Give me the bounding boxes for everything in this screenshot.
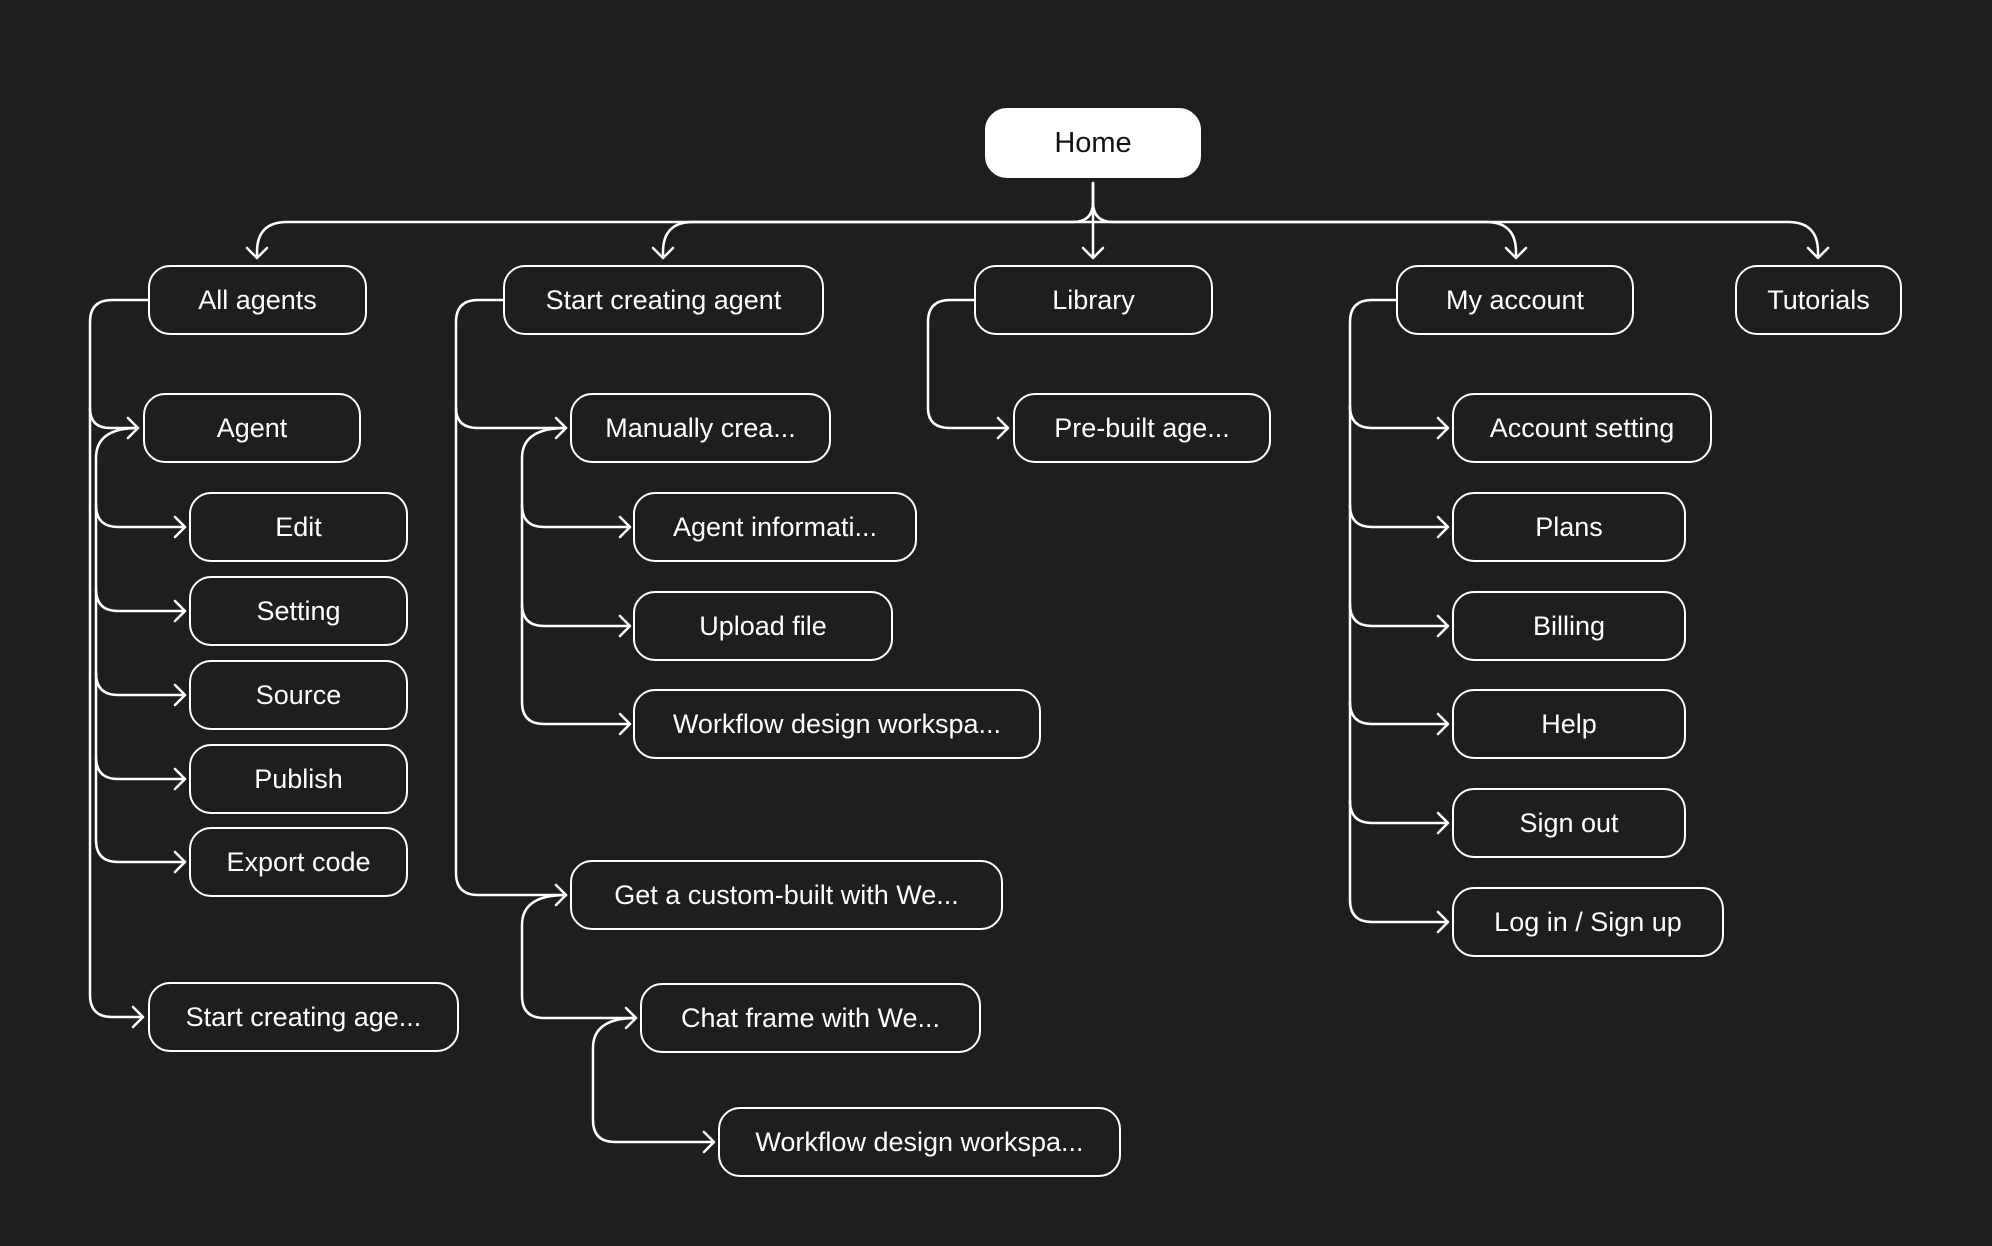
connector-my-account-billing — [1348, 503, 1450, 638]
node-home[interactable]: Home — [985, 108, 1201, 178]
connector-my-account-sign-out — [1348, 700, 1450, 835]
connector-chat-frame-workflow-2 — [591, 1016, 716, 1154]
node-get-custom-built[interactable]: Get a custom-built with We... — [570, 860, 1003, 930]
node-start-creating-age[interactable]: Start creating age... — [148, 982, 459, 1052]
connector-manually-agent-info — [520, 426, 632, 539]
node-pre-built-age[interactable]: Pre-built age... — [1013, 393, 1271, 463]
connector-agent-export-code — [94, 755, 187, 874]
node-workflow-design-1[interactable]: Workflow design workspa... — [633, 689, 1041, 759]
connector-agent-setting — [94, 503, 187, 623]
connector-agent-edit — [94, 426, 187, 539]
node-edit[interactable]: Edit — [189, 492, 408, 562]
connector-my-account-log-in — [1348, 799, 1450, 934]
node-help[interactable]: Help — [1452, 689, 1686, 759]
connector-start-creating-custom-built — [454, 406, 568, 907]
node-sign-out[interactable]: Sign out — [1452, 788, 1686, 858]
node-billing[interactable]: Billing — [1452, 591, 1686, 661]
node-start-creating-agent[interactable]: Start creating agent — [503, 265, 824, 335]
node-publish[interactable]: Publish — [189, 744, 408, 814]
node-account-setting[interactable]: Account setting — [1452, 393, 1712, 463]
node-setting[interactable]: Setting — [189, 576, 408, 646]
node-log-in-sign-up[interactable]: Log in / Sign up — [1452, 887, 1724, 957]
connector-all-agents-agent — [88, 298, 150, 440]
node-all-agents[interactable]: All agents — [148, 265, 367, 335]
node-plans[interactable]: Plans — [1452, 492, 1686, 562]
connector-home-start-creating — [651, 220, 1095, 260]
node-chat-frame[interactable]: Chat frame with We... — [640, 983, 981, 1053]
node-upload-file[interactable]: Upload file — [633, 591, 893, 661]
connector-manually-workflow-1 — [520, 602, 632, 736]
connector-manually-upload-file — [520, 503, 632, 638]
node-source[interactable]: Source — [189, 660, 408, 730]
connector-all-agents-start-creating-age — [88, 406, 145, 1029]
connector-agent-publish — [94, 671, 187, 791]
connector-my-account-help — [1348, 602, 1450, 736]
node-library[interactable]: Library — [974, 265, 1213, 335]
node-agent[interactable]: Agent — [143, 393, 361, 463]
connector-my-account-account-setting — [1348, 298, 1450, 440]
connector-home-my-account — [1091, 220, 1528, 260]
node-workflow-design-2[interactable]: Workflow design workspa... — [718, 1107, 1121, 1177]
node-agent-informati[interactable]: Agent informati... — [633, 492, 917, 562]
node-my-account[interactable]: My account — [1396, 265, 1634, 335]
connector-home-tutorials — [1091, 181, 1830, 260]
connector-library-pre-built — [926, 298, 1010, 440]
node-manually-crea[interactable]: Manually crea... — [570, 393, 831, 463]
connector-home-all-agents — [245, 181, 1095, 260]
connector-my-account-plans — [1348, 404, 1450, 539]
node-export-code[interactable]: Export code — [189, 827, 408, 897]
connector-agent-source — [94, 587, 187, 707]
connector-home-library — [1081, 181, 1105, 260]
node-tutorials[interactable]: Tutorials — [1735, 265, 1902, 335]
